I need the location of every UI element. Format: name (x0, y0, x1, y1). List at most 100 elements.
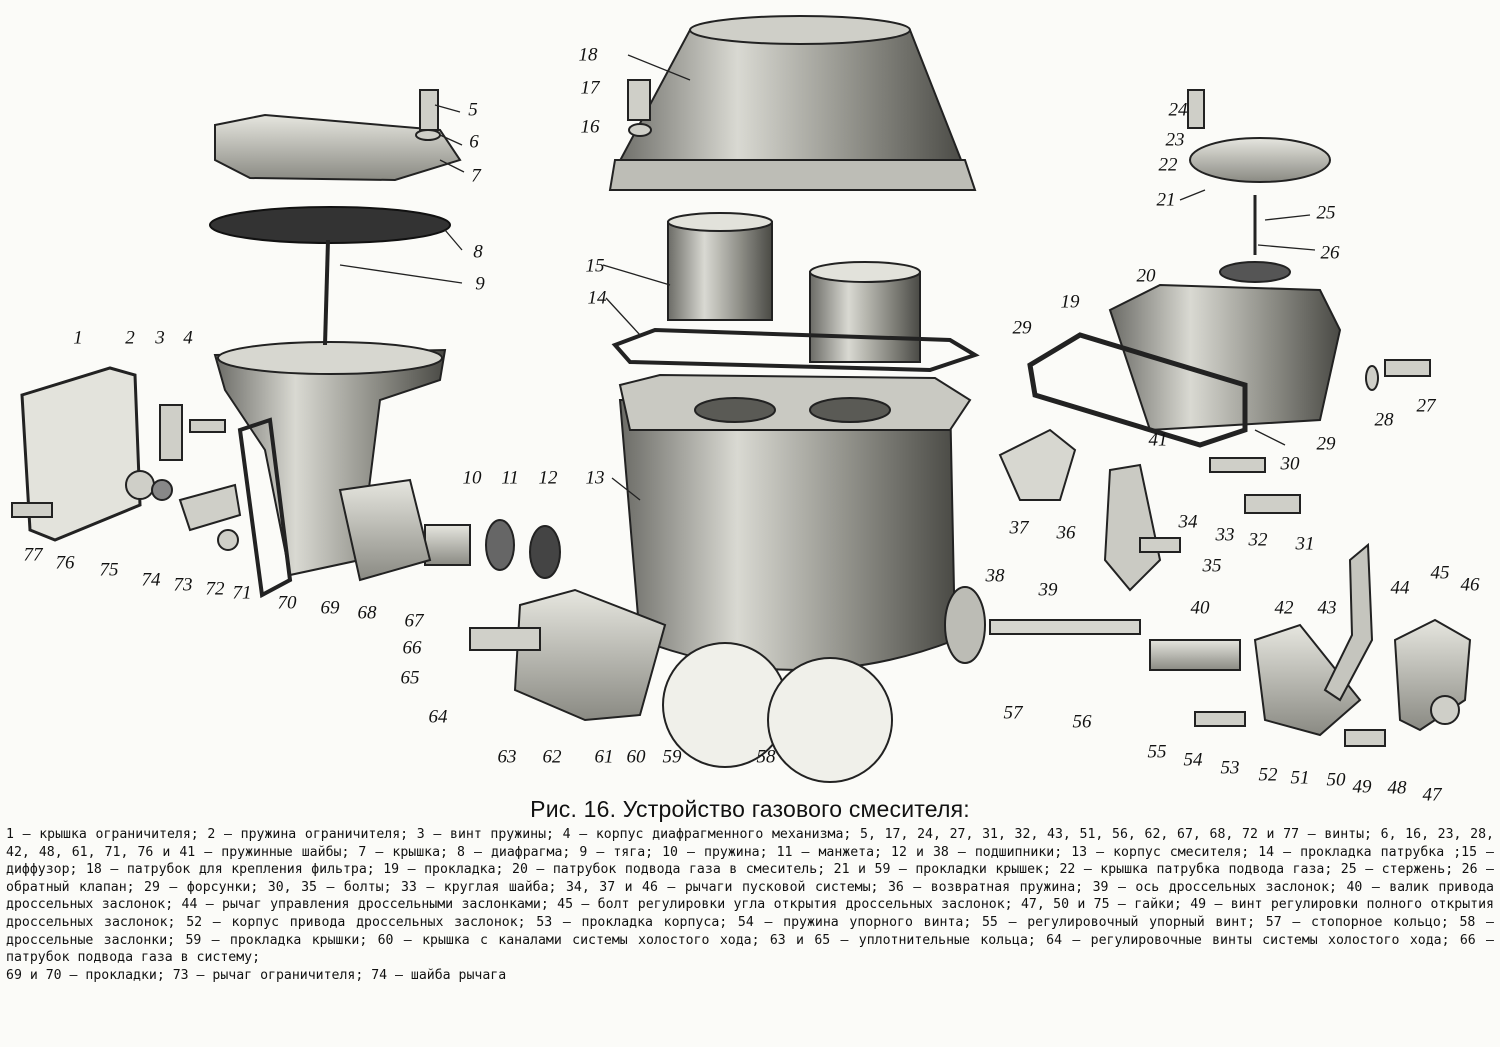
part-label-56: 56 (1072, 711, 1092, 733)
part-label-65: 65 (400, 667, 420, 689)
part-label-26: 26 (1320, 242, 1340, 264)
part-label-42: 42 (1274, 597, 1294, 619)
part-label-60: 60 (626, 746, 646, 768)
part-label-58: 58 (756, 746, 776, 768)
part-label-7: 7 (471, 165, 481, 187)
part-label-29: 29 (1012, 317, 1032, 339)
part-label-68: 68 (357, 602, 377, 624)
part-label-5: 5 (468, 99, 478, 121)
part-label-54: 54 (1183, 749, 1203, 771)
part-label-72: 72 (205, 578, 225, 600)
part-label-51: 51 (1290, 767, 1310, 789)
start-lever-34-part (1103, 463, 1162, 592)
gasket-70-part (237, 417, 293, 599)
part-label-66: 66 (402, 637, 422, 659)
part-label-20: 20 (1136, 265, 1156, 287)
part-label-63: 63 (497, 746, 517, 768)
part-label-11: 11 (501, 467, 519, 489)
part-label-73: 73 (173, 574, 193, 596)
part-label-27: 27 (1416, 395, 1436, 417)
part-label-32: 32 (1248, 529, 1268, 551)
check-valve-part (1219, 261, 1291, 283)
part-label-3: 3 (155, 327, 165, 349)
part-label-19: 19 (1060, 291, 1080, 313)
part-label-47: 47 (1422, 784, 1442, 806)
part-label-45: 45 (1430, 562, 1450, 584)
throttle-plates-part (662, 642, 893, 783)
legend-last-line: 69 и 70 — прокладки; 73 — рычаг ограничи… (6, 967, 507, 983)
part-label-37: 37 (1009, 517, 1029, 539)
part-label-49: 49 (1352, 776, 1372, 798)
part-label-41: 41 (1148, 429, 1168, 451)
part-label-23: 23 (1165, 129, 1185, 151)
part-label-39: 39 (1038, 579, 1058, 601)
part-label-10: 10 (462, 467, 482, 489)
part-label-14: 14 (587, 287, 607, 309)
part-label-75: 75 (99, 559, 119, 581)
part-label-46: 46 (1460, 574, 1480, 596)
part-label-6: 6 (469, 131, 479, 153)
throttle-shaft-part (944, 586, 1241, 671)
part-label-4: 4 (183, 327, 193, 349)
figure-caption: Рис. 16. Устройство газового смесителя: (530, 796, 970, 822)
throttle-lever-part (1323, 542, 1374, 702)
start-lever-37-part (998, 428, 1077, 501)
part-label-12: 12 (538, 467, 558, 489)
part-label-13: 13 (585, 467, 605, 489)
part-label-57: 57 (1003, 702, 1023, 724)
nozzle-gasket-part (611, 327, 980, 373)
leader-lines (339, 54, 1316, 501)
limiter-cover-part (20, 366, 142, 542)
parts-legend: 1 — крышка ограничителя; 2 — пружина огр… (6, 826, 1494, 984)
part-label-40: 40 (1190, 597, 1210, 619)
part-label-30: 30 (1280, 453, 1300, 475)
part-label-62: 62 (542, 746, 562, 768)
gas-pipe-part (469, 627, 541, 651)
part-label-15: 15 (585, 255, 605, 277)
part-label-34: 34 (1178, 511, 1198, 533)
part-label-24: 24 (1168, 99, 1188, 121)
diaphragm-cover-part (214, 113, 462, 182)
part-label-36: 36 (1056, 522, 1076, 544)
spring-bearing-parts (338, 478, 561, 582)
diffuser-parts (667, 212, 921, 363)
part-label-61: 61 (594, 746, 614, 768)
part-label-18: 18 (578, 44, 598, 66)
part-label-76: 76 (55, 552, 75, 574)
part-label-25: 25 (1316, 202, 1336, 224)
part-label-69: 69 (320, 597, 340, 619)
part-label-31: 31 (1295, 533, 1315, 555)
part-label-33: 33 (1215, 524, 1235, 546)
mixer-body-part (618, 373, 972, 671)
part-label-21: 21 (1156, 189, 1176, 211)
part-label-44: 44 (1390, 577, 1410, 599)
part-label-48: 48 (1387, 777, 1407, 799)
part-label-77: 77 (23, 544, 43, 566)
part-label-38: 38 (985, 565, 1005, 587)
part-label-1: 1 (73, 327, 83, 349)
rod-part (323, 239, 330, 346)
part-label-71: 71 (232, 582, 252, 604)
inlet-cover-part (1189, 137, 1331, 183)
throttle-drive-housing-part (1253, 623, 1362, 737)
part-label-64: 64 (428, 706, 448, 728)
part-label-28: 28 (1374, 409, 1394, 431)
part-label-67: 67 (404, 610, 424, 632)
part-label-53: 53 (1220, 757, 1240, 779)
filter-flange-part (608, 15, 977, 191)
part-label-52: 52 (1258, 764, 1278, 786)
diaphragm-part (209, 206, 451, 244)
legend-body: 1 — крышка ограничителя; 2 — пружина огр… (6, 827, 1494, 966)
part-label-29: 29 (1316, 433, 1336, 455)
small-fastener-parts (11, 79, 1460, 747)
gas-inlet-part (1108, 283, 1342, 432)
part-label-22: 22 (1158, 154, 1178, 176)
part-label-17: 17 (580, 77, 600, 99)
part-label-2: 2 (125, 327, 135, 349)
part-label-35: 35 (1202, 555, 1222, 577)
part-label-8: 8 (473, 241, 483, 263)
part-label-16: 16 (580, 116, 600, 138)
part-label-9: 9 (475, 273, 485, 295)
part-label-55: 55 (1147, 741, 1167, 763)
